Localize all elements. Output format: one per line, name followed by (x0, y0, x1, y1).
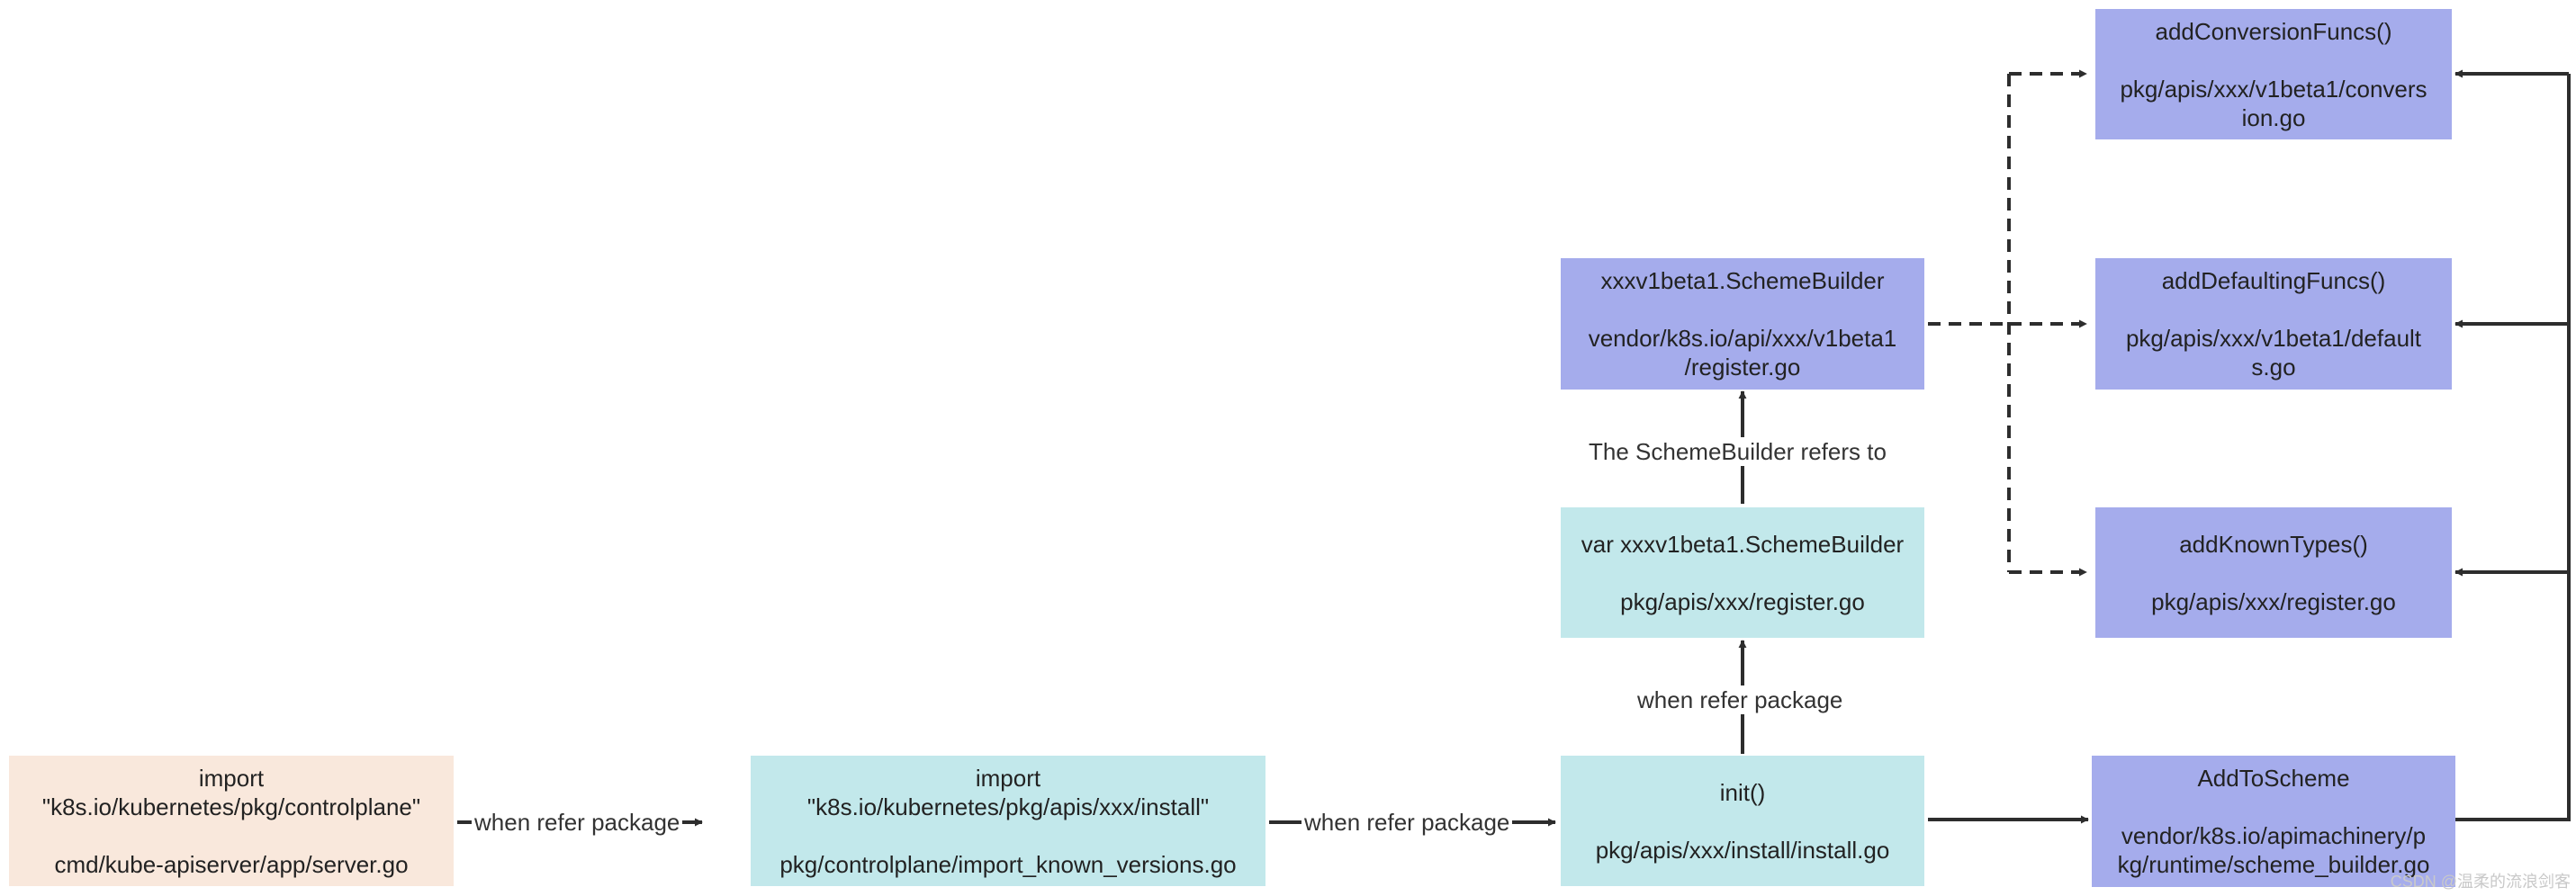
node-var-schemebuilder-line1: var xxxv1beta1.SchemeBuilder (1581, 530, 1905, 558)
node-adddefaultingfuncs-line2: pkg/apis/xxx/v1beta1/default (2125, 325, 2422, 352)
node-install-import: import "k8s.io/kubernetes/pkg/apis/xxx/i… (751, 756, 1265, 886)
node-addtoscheme: AddToScheme vendor/k8s.io/apimachinery/p… (2092, 756, 2455, 887)
node-init-line2: pkg/apis/xxx/install/install.go (1595, 836, 1890, 864)
node-addknowntypes-line2: pkg/apis/xxx/register.go (2151, 587, 2396, 615)
node-adddefaultingfuncs: addDefaultingFuncs() pkg/apis/xxx/v1beta… (2095, 258, 2452, 390)
node-var-schemebuilder-line2: pkg/apis/xxx/register.go (1620, 587, 1865, 615)
node-addconversionfuncs-line3: ion.go (2241, 103, 2306, 131)
node-addtoscheme-line3: kg/runtime/scheme_builder.go (2117, 851, 2430, 878)
node-addconversionfuncs: addConversionFuncs() pkg/apis/xxx/v1beta… (2095, 9, 2452, 139)
node-addknowntypes-line1: addKnownTypes() (2179, 530, 2368, 558)
node-addconversionfuncs-line2: pkg/apis/xxx/v1beta1/convers (2120, 75, 2427, 103)
feedback-bus (2455, 74, 2571, 821)
node-addknowntypes: addKnownTypes() pkg/apis/xxx/register.go (2095, 507, 2452, 638)
node-server-go-line3: cmd/kube-apiserver/app/server.go (54, 850, 409, 878)
node-schemebuilder-line1: xxxv1beta1.SchemeBuilder (1600, 267, 1885, 294)
node-var-schemebuilder: var xxxv1beta1.SchemeBuilder pkg/apis/xx… (1561, 507, 1924, 638)
node-server-go: import "k8s.io/kubernetes/pkg/controlpla… (9, 756, 454, 886)
node-init: init() pkg/apis/xxx/install/install.go (1561, 756, 1924, 886)
node-install-import-line3: pkg/controlplane/import_known_versions.g… (779, 850, 1237, 878)
node-server-go-line2: "k8s.io/kubernetes/pkg/controlplane" (41, 793, 421, 820)
node-init-line1: init() (1719, 778, 1766, 806)
node-schemebuilder: xxxv1beta1.SchemeBuilder vendor/k8s.io/a… (1561, 258, 1924, 390)
node-install-import-line1: import (975, 764, 1041, 792)
node-install-import-line2: "k8s.io/kubernetes/pkg/apis/xxx/install" (806, 793, 1210, 820)
node-schemebuilder-line2: vendor/k8s.io/api/xxx/v1beta1 (1588, 325, 1897, 352)
edge-label-server-to-install: when refer package (472, 808, 683, 837)
node-schemebuilder-line3: /register.go (1684, 354, 1801, 381)
node-adddefaultingfuncs-line1: addDefaultingFuncs() (2161, 267, 2386, 294)
edge-label-init-to-var: when refer package (1635, 685, 1846, 714)
node-adddefaultingfuncs-line3: s.go (2251, 354, 2296, 381)
node-server-go-line1: import (198, 764, 265, 792)
node-addconversionfuncs-line1: addConversionFuncs() (2155, 17, 2392, 45)
watermark: CSDN @温柔的流浪剑客 (2390, 873, 2571, 891)
edge-label-install-to-init: when refer package (1302, 808, 1513, 837)
edge-label-var-to-builder: The SchemeBuilder refers to (1586, 437, 1889, 466)
node-addtoscheme-line1: AddToScheme (2197, 765, 2350, 792)
node-addtoscheme-line2: vendor/k8s.io/apimachinery/p (2121, 822, 2427, 849)
